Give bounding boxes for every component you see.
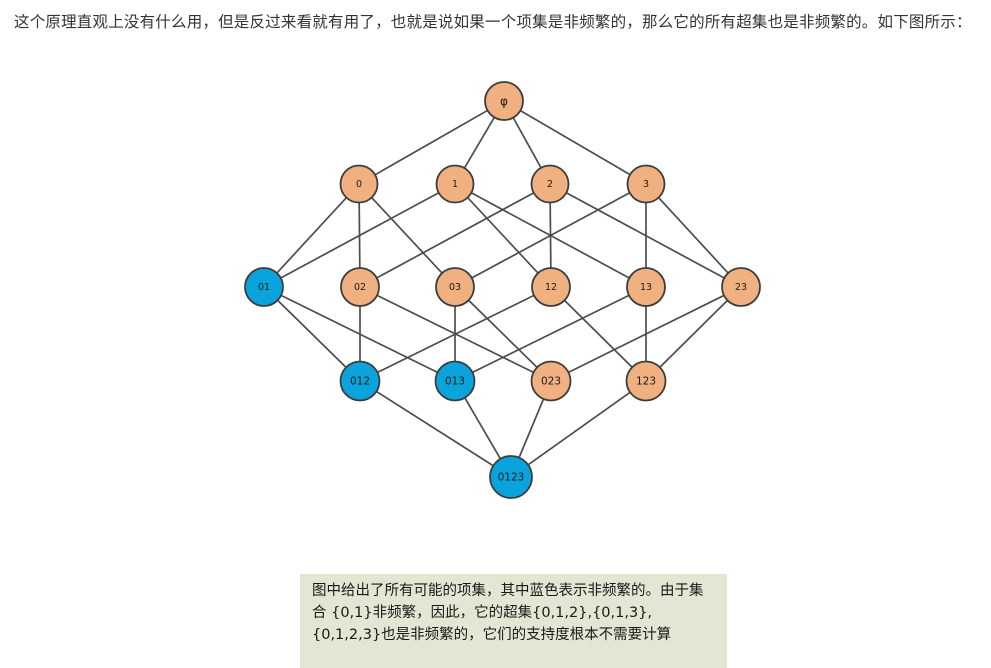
lattice-edge bbox=[472, 294, 630, 374]
lattice-edge bbox=[464, 397, 502, 460]
lattice-edge bbox=[276, 299, 347, 368]
lattice-node-n3[interactable]: 3 bbox=[626, 164, 666, 204]
lattice-node-n13[interactable]: 13 bbox=[626, 267, 666, 307]
node-circle[interactable] bbox=[484, 81, 524, 121]
lattice-edges bbox=[276, 109, 729, 467]
node-circle[interactable] bbox=[340, 267, 380, 307]
lattice-node-n23[interactable]: 23 bbox=[721, 267, 761, 307]
lattice-node-n012[interactable]: 012 bbox=[339, 360, 381, 402]
lattice-edge bbox=[376, 192, 535, 279]
lattice-edge bbox=[374, 109, 488, 176]
node-circle[interactable] bbox=[626, 267, 666, 307]
node-circle[interactable] bbox=[434, 360, 476, 402]
lattice-node-n1[interactable]: 1 bbox=[435, 164, 475, 204]
lattice-edge bbox=[527, 391, 631, 466]
lattice-node-n0[interactable]: 0 bbox=[339, 164, 379, 204]
lattice-edge bbox=[370, 196, 443, 274]
node-circle[interactable] bbox=[244, 267, 284, 307]
lattice-node-n0123[interactable]: 0123 bbox=[489, 455, 533, 499]
caption-box: 图中给出了所有可能的项集，其中蓝色表示非频繁的。由于集合 {0,1}非频繁，因此… bbox=[300, 574, 727, 668]
lattice-node-n013[interactable]: 013 bbox=[434, 360, 476, 402]
node-circle[interactable] bbox=[530, 360, 572, 402]
node-circle[interactable] bbox=[339, 164, 379, 204]
lattice-edge bbox=[512, 117, 542, 169]
lattice-edge bbox=[463, 116, 496, 169]
lattice-edge bbox=[657, 197, 729, 274]
lattice-edge bbox=[276, 197, 348, 274]
caption-text: 图中给出了所有可能的项集，其中蓝色表示非频繁的。由于集合 {0,1}非频繁，因此… bbox=[312, 583, 704, 643]
lattice-edge bbox=[563, 299, 633, 368]
node-circle[interactable] bbox=[531, 267, 571, 307]
lattice-node-n123[interactable]: 123 bbox=[625, 360, 667, 402]
lattice-edge bbox=[471, 192, 631, 279]
lattice-node-n2[interactable]: 2 bbox=[530, 164, 570, 204]
node-circle[interactable] bbox=[530, 164, 570, 204]
lattice-edge bbox=[518, 398, 545, 458]
node-circle[interactable] bbox=[721, 267, 761, 307]
lattice-edge bbox=[467, 299, 538, 368]
node-circle[interactable] bbox=[626, 164, 666, 204]
lattice-node-n01[interactable]: 01 bbox=[244, 267, 284, 307]
lattice-node-root[interactable]: φ bbox=[484, 81, 524, 121]
lattice-edge bbox=[376, 390, 494, 467]
lattice-edge bbox=[519, 109, 631, 176]
lattice-edge bbox=[280, 192, 440, 279]
node-circle[interactable] bbox=[435, 164, 475, 204]
lattice-node-n023[interactable]: 023 bbox=[530, 360, 572, 402]
lattice-node-n02[interactable]: 02 bbox=[340, 267, 380, 307]
lattice-edge bbox=[659, 299, 729, 368]
node-circle[interactable] bbox=[435, 267, 475, 307]
node-circle[interactable] bbox=[489, 455, 533, 499]
lattice-edge bbox=[568, 294, 725, 374]
intro-paragraph: 这个原理直观上没有什么用，但是反过来看就有用了，也就是说如果一个项集是非频繁的，… bbox=[14, 14, 972, 31]
node-circle[interactable] bbox=[339, 360, 381, 402]
lattice-node-n12[interactable]: 12 bbox=[531, 267, 571, 307]
lattice-edge bbox=[466, 196, 539, 274]
lattice-edge bbox=[377, 294, 535, 374]
node-circle[interactable] bbox=[625, 360, 667, 402]
lattice-node-n03[interactable]: 03 bbox=[435, 267, 475, 307]
